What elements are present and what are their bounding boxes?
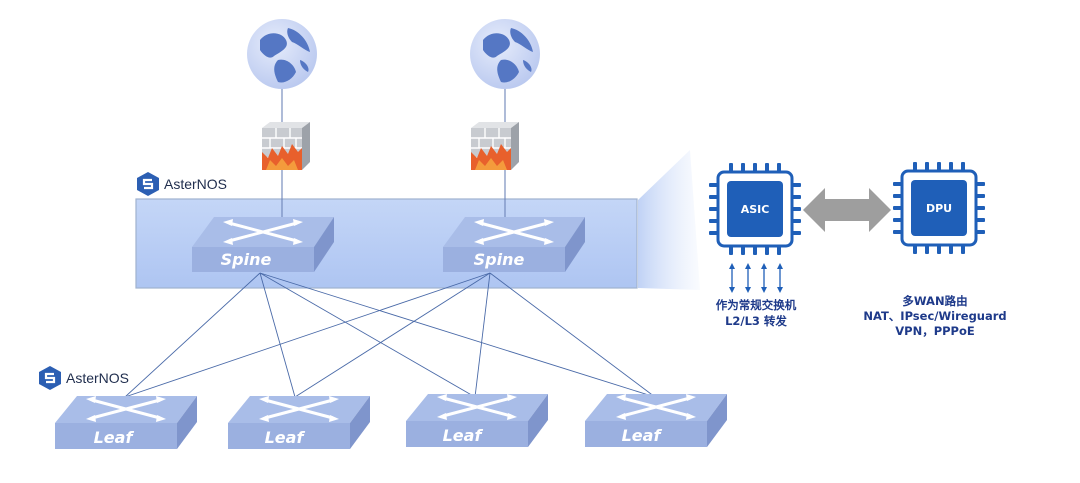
highlight-beam	[638, 150, 700, 290]
leaf-label: Leaf	[622, 426, 663, 445]
asternos-logo: AsterNOS	[39, 366, 129, 390]
spine-label: Spine	[474, 250, 525, 269]
spine-switch: Spine	[192, 217, 334, 272]
link	[474, 272, 491, 398]
globe-icon	[470, 19, 540, 89]
link	[124, 272, 491, 398]
brand-name: AsterNOS	[164, 176, 227, 192]
link	[259, 272, 656, 398]
spine-switch: Spine	[443, 217, 585, 272]
asternos-logo: AsterNOS	[137, 172, 227, 196]
leaf-label: Leaf	[443, 426, 484, 445]
asic-label: ASIC	[741, 203, 770, 216]
asic-io-arrows-icon	[729, 263, 783, 293]
dpu-caption-line2: NAT、IPsec/Wireguard	[863, 309, 1006, 323]
asic-caption-line1: 作为常规交换机	[716, 298, 797, 312]
dpu-label: DPU	[926, 202, 952, 215]
leaf-label: Leaf	[265, 428, 306, 447]
leaf-switch: Leaf	[585, 392, 727, 447]
link	[259, 272, 296, 398]
link	[124, 272, 261, 398]
leaf-switch: Leaf	[55, 394, 197, 449]
asic-chip-icon: ASIC	[709, 163, 801, 255]
dpu-chip-icon: DPU	[893, 162, 985, 254]
exchange-arrow-icon	[803, 188, 891, 232]
link	[489, 272, 656, 398]
leaf-switch: Leaf	[228, 394, 370, 449]
globe-icon	[247, 19, 317, 89]
spine-leaf-links	[124, 272, 656, 398]
brand-name: AsterNOS	[66, 370, 129, 386]
firewall-icon	[262, 122, 310, 170]
leaf-switch: Leaf	[406, 392, 548, 447]
spine-label: Spine	[221, 250, 272, 269]
asic-caption-line2: L2/L3 转发	[725, 314, 787, 328]
dpu-caption-line1: 多WAN路由	[902, 294, 967, 308]
leaf-label: Leaf	[94, 428, 135, 447]
link	[259, 272, 476, 398]
link	[294, 272, 491, 398]
firewall-icon	[471, 122, 519, 170]
dpu-caption-line3: VPN，PPPoE	[895, 324, 975, 338]
